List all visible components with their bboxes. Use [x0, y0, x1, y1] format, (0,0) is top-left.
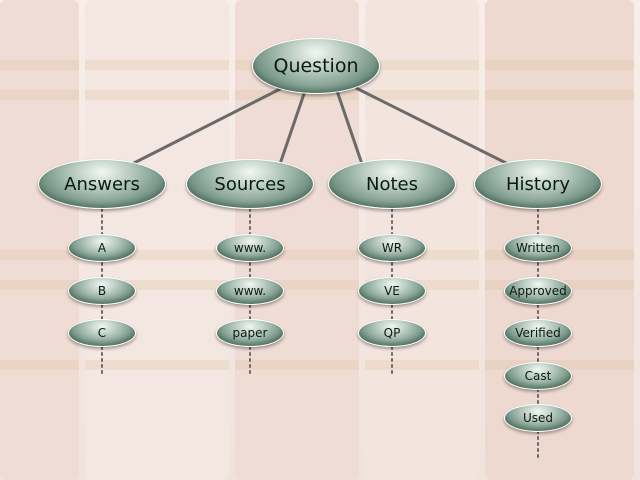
item-node-history[interactable]: Written — [504, 234, 572, 262]
item-node-history[interactable]: Used — [504, 404, 572, 432]
item-node-label: paper — [232, 326, 268, 340]
background-book-band — [0, 280, 79, 290]
background-book-band — [85, 250, 229, 260]
background-book-band — [0, 360, 79, 370]
item-node-label: Cast — [524, 368, 552, 383]
connector-root-history — [355, 86, 509, 166]
item-node-label: www. — [233, 283, 267, 298]
background-book-spine — [0, 0, 79, 480]
background-book-band — [85, 360, 229, 370]
item-node-label: Verified — [515, 326, 561, 340]
background-book-band — [365, 360, 479, 370]
item-node-label: C — [97, 326, 107, 340]
root-node-label: Question — [273, 55, 359, 77]
category-node-answers[interactable]: Answers — [38, 159, 166, 209]
category-node-history[interactable]: History — [474, 159, 602, 209]
background-book-band — [365, 250, 479, 260]
category-node-label: Notes — [366, 173, 418, 195]
background-book-band — [365, 60, 479, 70]
background-book-band — [0, 250, 79, 260]
category-node-label: Answers — [64, 173, 140, 195]
item-node-history[interactable]: Approved — [504, 276, 572, 305]
background-book-band — [235, 250, 359, 260]
item-node-notes[interactable]: VE — [358, 276, 426, 305]
background-book-band — [85, 280, 229, 290]
item-node-label: Written — [516, 241, 560, 255]
item-node-notes[interactable]: QP — [358, 319, 426, 347]
background-book-band — [0, 90, 79, 100]
connector-root-sources — [278, 87, 308, 165]
item-node-label: Approved — [509, 283, 567, 298]
item-node-label: WR — [381, 241, 403, 255]
category-node-label: History — [505, 173, 571, 195]
item-node-notes[interactable]: WR — [358, 234, 426, 262]
item-node-sources[interactable]: paper — [216, 319, 284, 347]
connector-root-notes — [334, 87, 364, 165]
item-node-sources[interactable]: www. — [216, 234, 284, 262]
item-node-answers[interactable]: C — [68, 319, 136, 347]
background-book-band — [485, 60, 634, 70]
item-node-history[interactable]: Cast — [504, 361, 572, 390]
item-node-label: QP — [383, 326, 401, 340]
background-book-band — [85, 60, 229, 70]
item-node-answers[interactable]: B — [68, 276, 136, 305]
connector-root-answers — [131, 86, 283, 166]
item-node-label: B — [97, 283, 107, 298]
background-book-band — [235, 90, 359, 100]
item-node-sources[interactable]: www. — [216, 276, 284, 305]
root-node-question[interactable]: Question — [252, 38, 380, 94]
item-node-answers[interactable]: A — [68, 234, 136, 262]
category-node-sources[interactable]: Sources — [186, 159, 314, 209]
background-book-band — [235, 280, 359, 290]
background-book-band — [485, 90, 634, 100]
background-book-band — [365, 90, 479, 100]
category-node-notes[interactable]: Notes — [328, 159, 456, 209]
category-node-label: Sources — [214, 173, 286, 195]
background-book-band — [0, 60, 79, 70]
background-book-band — [235, 360, 359, 370]
item-node-history[interactable]: Verified — [504, 319, 572, 347]
background-book-spine — [85, 0, 229, 480]
item-node-label: VE — [384, 283, 400, 298]
item-node-label: www. — [233, 241, 267, 255]
item-node-label: Used — [522, 411, 554, 425]
background-book-band — [85, 90, 229, 100]
item-node-label: A — [97, 241, 107, 255]
